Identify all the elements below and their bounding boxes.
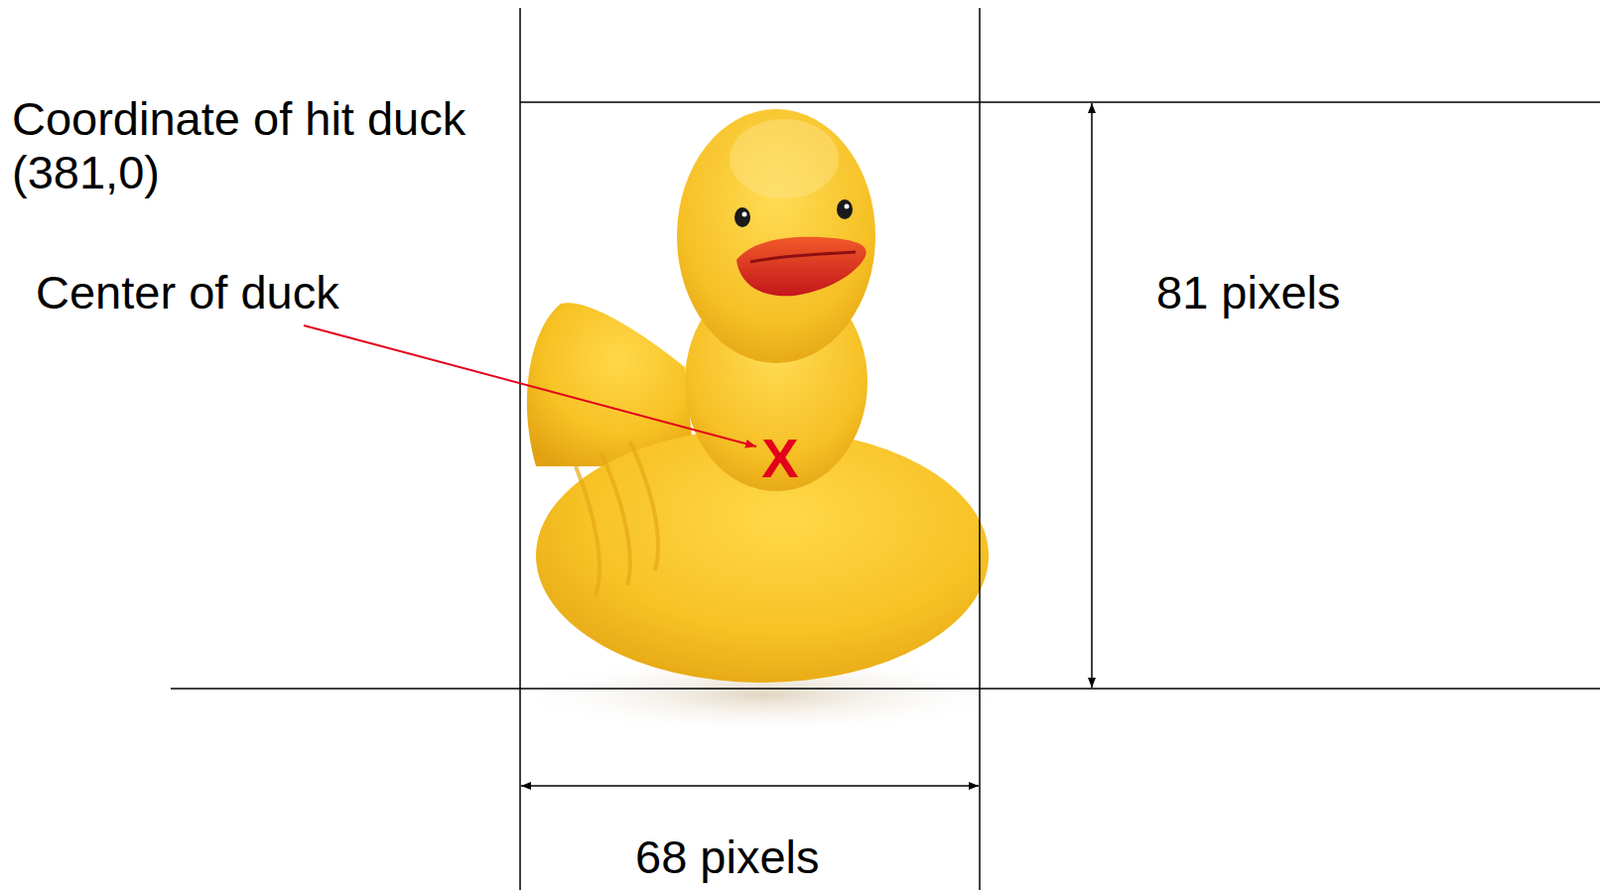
center-leader-line: [303, 325, 757, 447]
rubber-duck: [516, 109, 1013, 735]
height-dimension-arrow: [1090, 103, 1093, 688]
eye-glint: [844, 204, 850, 210]
center-mark: X: [761, 428, 799, 489]
center-label: Center of duck: [35, 266, 340, 320]
dimension-label: 81 pixels: [1156, 266, 1341, 320]
width-dimension-arrow: [521, 785, 979, 788]
beak-mouth: [750, 252, 856, 263]
duck-beak: [736, 237, 867, 297]
coordinate-label: Coordinate of hit duck (381,0): [11, 92, 514, 200]
guide-line: [519, 7, 522, 891]
eye-glint: [742, 212, 748, 218]
dimension-label: 68 pixels: [635, 830, 820, 885]
wing-ridges: [575, 441, 659, 596]
duck-eye: [836, 199, 853, 220]
head-highlight: [729, 119, 839, 199]
duck-body: [535, 428, 989, 683]
duck-head: [676, 109, 876, 364]
guide-line: [170, 687, 1600, 690]
guide-line: [520, 101, 1600, 104]
guide-line: [978, 7, 981, 891]
duck-eye: [734, 207, 751, 228]
